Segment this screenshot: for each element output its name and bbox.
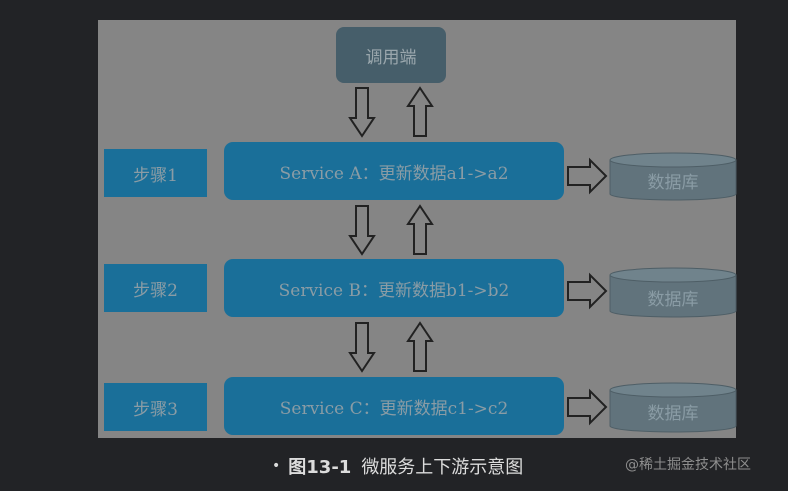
database-label: 数据库	[647, 403, 699, 424]
service-box-b: Service B：更新数据b1->b2	[224, 259, 564, 317]
service-box-a: Service A：更新数据a1->a2	[224, 142, 564, 200]
bullet-icon: •	[272, 458, 281, 474]
database-icon	[609, 152, 737, 201]
figure-number: 图13-1	[288, 457, 352, 478]
arrow-down-icon	[348, 205, 376, 256]
arrow-right-icon	[567, 272, 608, 310]
step-label: 步骤3	[104, 383, 207, 431]
database-icon	[609, 267, 737, 318]
caller-box: 调用端	[336, 27, 446, 83]
figure-title: 微服务上下游示意图	[361, 457, 524, 478]
step-label: 步骤2	[104, 264, 207, 312]
figure-caption: • 图13-1 微服务上下游示意图	[272, 452, 523, 480]
arrow-down-icon	[348, 87, 376, 138]
arrow-up-icon	[406, 204, 434, 255]
arrow-up-icon	[406, 86, 434, 137]
arrow-down-icon	[348, 322, 376, 373]
service-box-c: Service C：更新数据c1->c2	[224, 377, 564, 435]
arrow-right-icon	[567, 157, 608, 195]
watermark: @稀土掘金技术社区	[625, 457, 751, 473]
step-label: 步骤1	[104, 149, 207, 197]
arrow-right-icon	[567, 388, 608, 426]
database-icon	[609, 382, 737, 433]
database-label: 数据库	[647, 172, 699, 193]
arrow-up-icon	[406, 321, 434, 372]
diagram-panel	[98, 20, 736, 438]
database-label: 数据库	[647, 289, 699, 310]
